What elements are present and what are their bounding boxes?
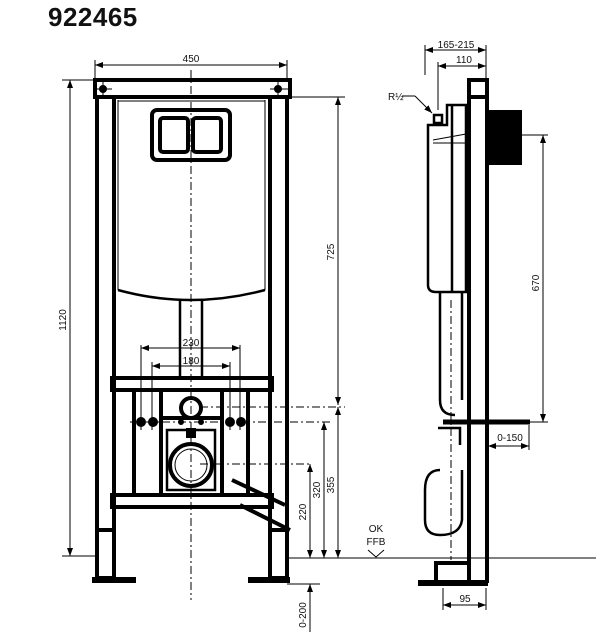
cistern-side — [426, 103, 468, 294]
dim-height-1120: 1120 — [58, 309, 69, 331]
dim-width-450: 450 — [183, 54, 200, 65]
floor-label-ok: OK — [369, 524, 384, 535]
dim-320: 320 — [312, 481, 323, 498]
front-view: 450 1120 725 230 180 OK FFB 220 320 — [58, 54, 400, 632]
dim-cistern-725: 725 — [326, 243, 337, 260]
dim-0-150: 0-150 — [497, 433, 523, 444]
dim-180: 180 — [183, 356, 200, 367]
dim-165-215: 165-215 — [438, 40, 475, 51]
dim-220: 220 — [298, 503, 309, 520]
dim-230: 230 — [183, 338, 200, 349]
flush-button-right — [191, 116, 223, 154]
drain-outlet — [168, 442, 214, 488]
dim-0-200: 0-200 — [298, 602, 309, 628]
dim-95: 95 — [459, 594, 471, 605]
side-view: R½ 165-215 110 670 0-150 — [388, 40, 596, 610]
dim-670: 670 — [531, 274, 542, 291]
product-number: 922465 — [48, 2, 138, 32]
drain-bend — [423, 468, 464, 537]
wall-bracket — [487, 110, 522, 165]
flush-button-left — [158, 116, 190, 154]
dim-110: 110 — [456, 55, 472, 66]
floor-marker-icon — [367, 549, 385, 558]
dim-355: 355 — [326, 476, 337, 493]
floor-label-ffb: FFB — [367, 537, 386, 548]
thread-label: R½ — [388, 92, 404, 103]
